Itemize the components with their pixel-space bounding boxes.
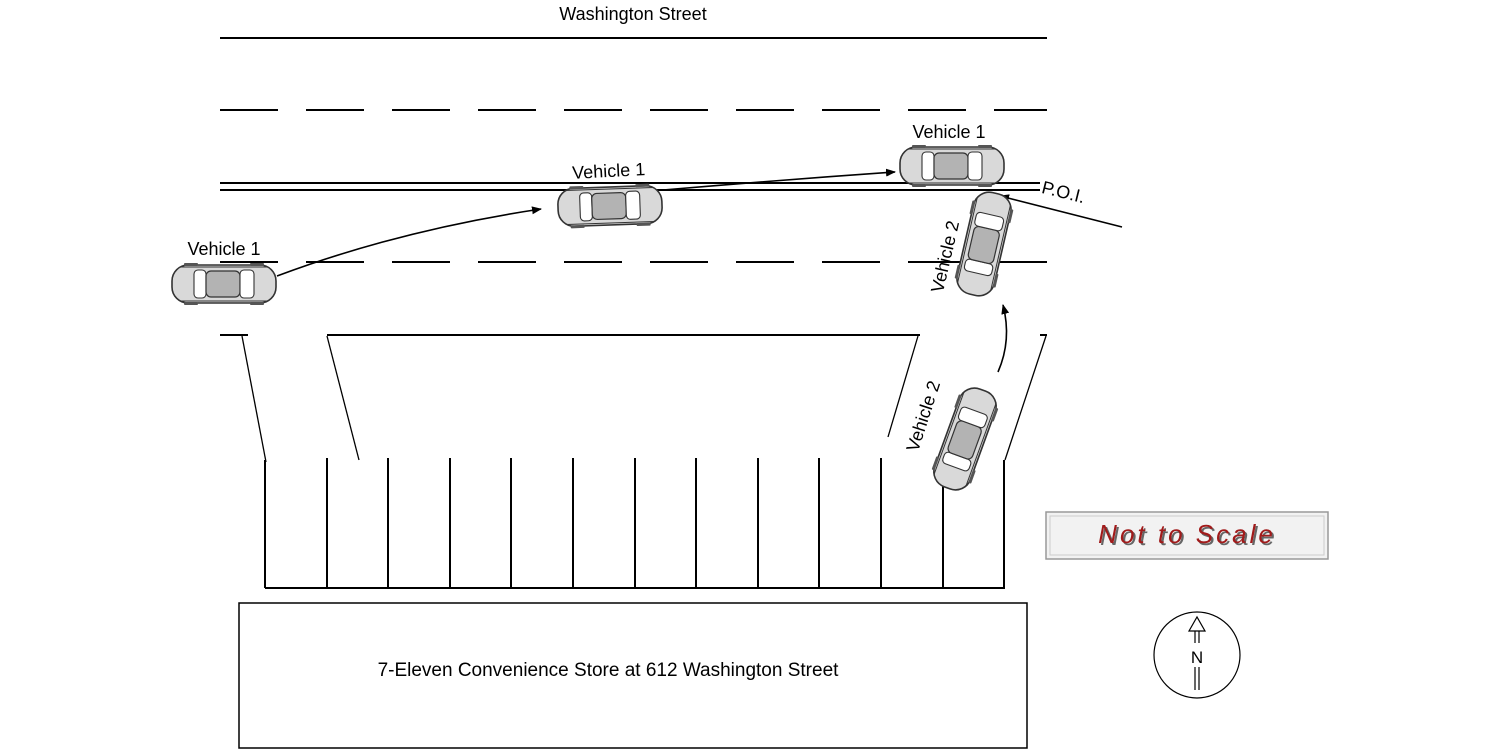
driveway-west-edge-right xyxy=(326,335,360,461)
store-building xyxy=(238,602,1028,749)
driveway-west-edge-left xyxy=(241,335,267,463)
vehicle-2-path-arrow xyxy=(997,304,1010,373)
poi-pointer-arrow xyxy=(999,194,1123,228)
vehicle-1-mid xyxy=(556,182,664,230)
vehicle-1-path-arrow-2 xyxy=(662,168,896,191)
parking-lot xyxy=(264,458,1005,589)
poi-label: P.O.I. xyxy=(1040,177,1087,207)
vehicle-2-label-start: Vehicle 2 xyxy=(902,378,944,454)
driveway-east-edge-right xyxy=(1004,335,1047,461)
not-to-scale-note: Not to Scale Not to Scale xyxy=(1045,511,1329,560)
north-arrow-icon xyxy=(1187,615,1207,690)
driveway-east-edge-left xyxy=(887,335,919,438)
vehicle-1-path-arrow-1 xyxy=(276,206,542,277)
street-name-label: Washington Street xyxy=(559,4,706,24)
store-label: 7-Eleven Convenience Store at 612 Washin… xyxy=(378,660,840,681)
not-to-scale-shadow: Not to Scale xyxy=(1100,521,1278,551)
vehicle-2-impact xyxy=(951,187,1017,301)
not-to-scale-text: Not to Scale xyxy=(1098,519,1276,549)
vehicle-1-label-impact: Vehicle 1 xyxy=(912,122,985,142)
vehicle-1-impact xyxy=(899,144,1005,188)
north-compass: N xyxy=(1153,611,1241,699)
north-label: N xyxy=(1191,648,1203,667)
vehicle-1-label-start: Vehicle 1 xyxy=(187,239,260,259)
vehicle-1-label-mid: Vehicle 1 xyxy=(572,159,646,183)
vehicle-1-start xyxy=(171,262,277,306)
